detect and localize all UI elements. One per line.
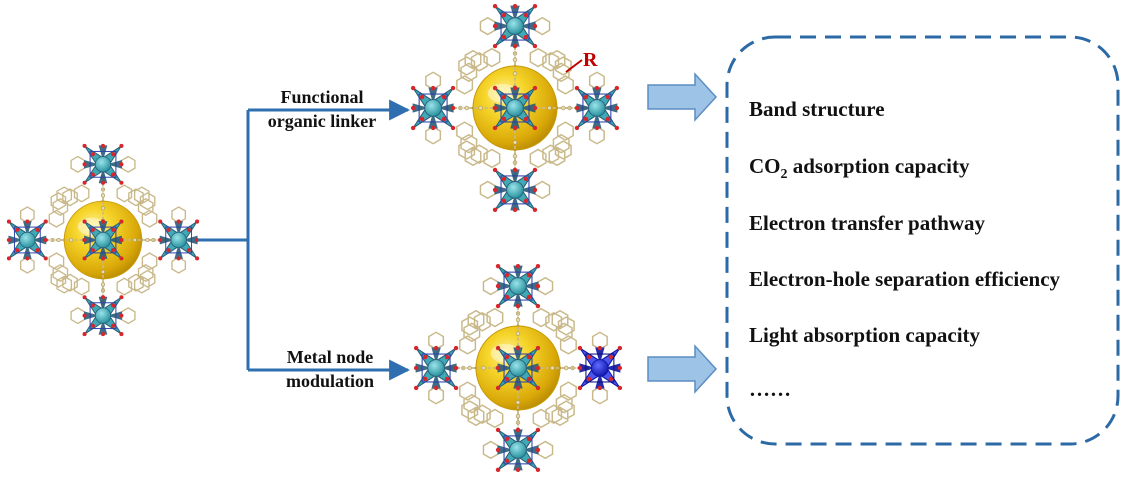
properties-box (725, 35, 1120, 446)
functional-linker-label-line2: organic linker (268, 111, 377, 131)
property-electron-transfer: Electron transfer pathway (749, 211, 986, 235)
property-electron-hole: Electron-hole separation efficiency (749, 267, 1061, 291)
metal-node-label-line2: modulation (286, 371, 374, 391)
metal-modulated-mof-structure (413, 263, 623, 473)
block-arrow-bottom (647, 344, 718, 394)
branch-connector (198, 99, 411, 381)
property-co2-adsorption: CO2 adsorption capacity (749, 154, 970, 182)
block-arrow-top (647, 72, 718, 122)
metal-node-label-line1: Metal node (287, 347, 373, 367)
substituent-label: R (583, 49, 598, 71)
functional-linker-label-line1: Functional (280, 87, 363, 107)
property-band-structure: Band structure (749, 97, 885, 121)
property-ellipsis: …… (749, 377, 791, 401)
substituent-pointer (565, 59, 583, 73)
functionalized-mof-structure (410, 3, 620, 213)
parent-mof-structure (6, 143, 200, 337)
property-light-absorption: Light absorption capacity (749, 323, 981, 347)
